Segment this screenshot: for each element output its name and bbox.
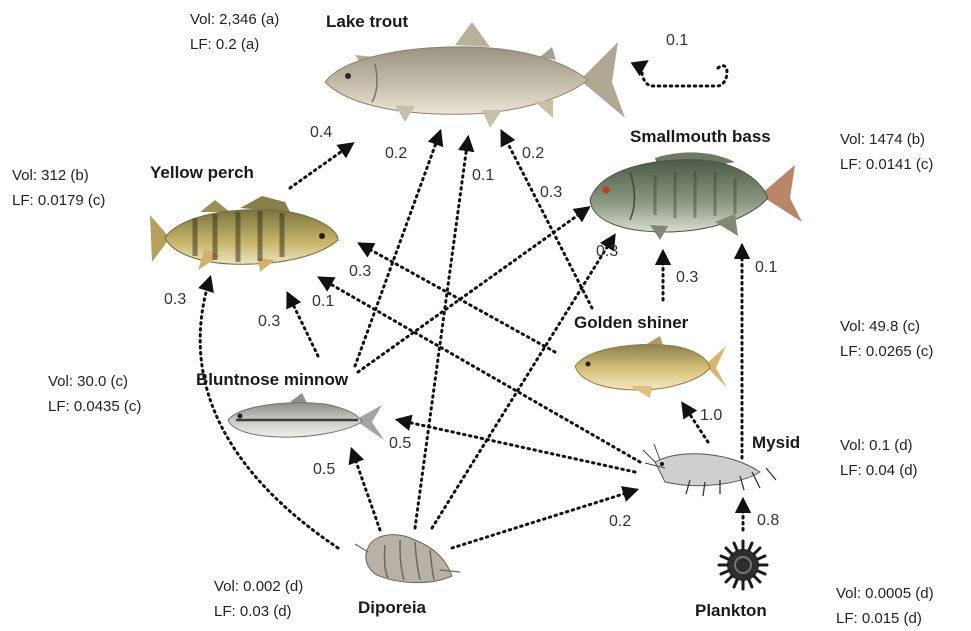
diporeia-lf: LF: 0.03 (d) — [214, 599, 303, 624]
lake-trout-illustration — [325, 22, 625, 128]
diporeia-stats: Vol: 0.002 (d) LF: 0.03 (d) — [214, 574, 303, 624]
diporeia-name: Diporeia — [358, 598, 426, 618]
golden-shiner-name: Golden shiner — [574, 313, 688, 333]
yellow-perch-name: Yellow perch — [150, 163, 254, 183]
weight-label-shiner-perch: 0.3 — [349, 263, 371, 281]
mysid-name: Mysid — [752, 433, 800, 453]
golden-shiner-lf: LF: 0.0265 (c) — [840, 339, 933, 364]
arrow-bluntnose-to-lake-trout — [355, 132, 440, 366]
bluntnose-minnow-lf: LF: 0.0435 (c) — [48, 394, 141, 419]
yellow-perch-lf: LF: 0.0179 (c) — [12, 188, 105, 213]
lake-trout-vol: Vol: 2,346 (a) — [190, 7, 279, 32]
golden-shiner-illustration — [575, 336, 727, 398]
arrow-yellow-perch-to-lake-trout — [290, 144, 352, 188]
weight-label-diporeia-trout: 0.1 — [472, 167, 494, 185]
weight-label-mysid-bass: 0.1 — [755, 259, 777, 277]
plankton-stats: Vol: 0.0005 (d) LF: 0.015 (d) — [836, 581, 934, 631]
arrow-golden-shiner-to-lake-trout — [502, 132, 592, 308]
plankton-name: Plankton — [695, 601, 767, 621]
weight-label-lake-trout-self: 0.1 — [666, 32, 688, 50]
arrow-lake-trout-self — [642, 62, 727, 86]
diporeia-illustration — [355, 535, 460, 583]
yellow-perch-illustration — [150, 196, 338, 272]
weight-label-bluntnose-trout: 0.2 — [385, 145, 407, 163]
plankton-illustration — [719, 541, 767, 589]
weight-label-mysid-shiner: 1.0 — [700, 407, 722, 425]
weight-label-plankton-mysid: 0.8 — [757, 512, 779, 530]
bluntnose-minnow-illustration — [228, 393, 384, 440]
weight-label-bluntnose-bass: 0.3 — [540, 184, 562, 202]
weight-label-bluntnose-perch: 0.3 — [258, 313, 280, 331]
bluntnose-minnow-name: Bluntnose minnow — [196, 370, 348, 390]
lake-trout-name: Lake trout — [326, 12, 408, 32]
lake-trout-lf: LF: 0.2 (a) — [190, 32, 279, 57]
smallmouth-bass-lf: LF: 0.0141 (c) — [840, 152, 933, 177]
weight-label-diporeia-perch: 0.3 — [164, 291, 186, 309]
weight-label-diporeia-bass: 0.3 — [596, 243, 618, 261]
bluntnose-minnow-stats: Vol: 30.0 (c) LF: 0.0435 (c) — [48, 369, 141, 419]
yellow-perch-vol: Vol: 312 (b) — [12, 163, 105, 188]
golden-shiner-vol: Vol: 49.8 (c) — [840, 314, 933, 339]
arrow-diporeia-to-bass — [432, 236, 614, 528]
arrow-golden-shiner-to-perch — [360, 244, 555, 352]
weight-label-diporeia-mysid: 0.2 — [609, 513, 631, 531]
golden-shiner-stats: Vol: 49.8 (c) LF: 0.0265 (c) — [840, 314, 933, 364]
mysid-lf: LF: 0.04 (d) — [840, 458, 918, 483]
plankton-vol: Vol: 0.0005 (d) — [836, 581, 934, 606]
yellow-perch-stats: Vol: 312 (b) LF: 0.0179 (c) — [12, 163, 105, 213]
plankton-lf: LF: 0.015 (d) — [836, 606, 934, 631]
smallmouth-bass-name: Smallmouth bass — [630, 127, 771, 147]
weight-label-diporeia-bluntnose: 0.5 — [313, 461, 335, 479]
arrow-mysid-to-bluntnose — [398, 420, 635, 472]
smallmouth-bass-stats: Vol: 1474 (b) LF: 0.0141 (c) — [840, 127, 933, 177]
bluntnose-minnow-vol: Vol: 30.0 (c) — [48, 369, 141, 394]
smallmouth-bass-illustration — [590, 152, 802, 240]
weight-label-shiner-bass: 0.3 — [676, 269, 698, 287]
arrow-bluntnose-to-bass — [358, 208, 588, 372]
diporeia-vol: Vol: 0.002 (d) — [214, 574, 303, 599]
mysid-stats: Vol: 0.1 (d) LF: 0.04 (d) — [840, 433, 918, 483]
weight-label-perch-trout: 0.4 — [310, 124, 332, 142]
mysid-vol: Vol: 0.1 (d) — [840, 433, 918, 458]
weight-label-mysid-perch: 0.1 — [312, 293, 334, 311]
smallmouth-bass-vol: Vol: 1474 (b) — [840, 127, 933, 152]
weight-label-shiner-trout: 0.2 — [522, 145, 544, 163]
arrow-diporeia-to-lake-trout — [415, 138, 468, 528]
lake-trout-stats: Vol: 2,346 (a) LF: 0.2 (a) — [190, 7, 279, 57]
weight-label-mysid-bluntnose: 0.5 — [389, 435, 411, 453]
arrow-diporeia-to-bluntnose — [352, 450, 380, 530]
